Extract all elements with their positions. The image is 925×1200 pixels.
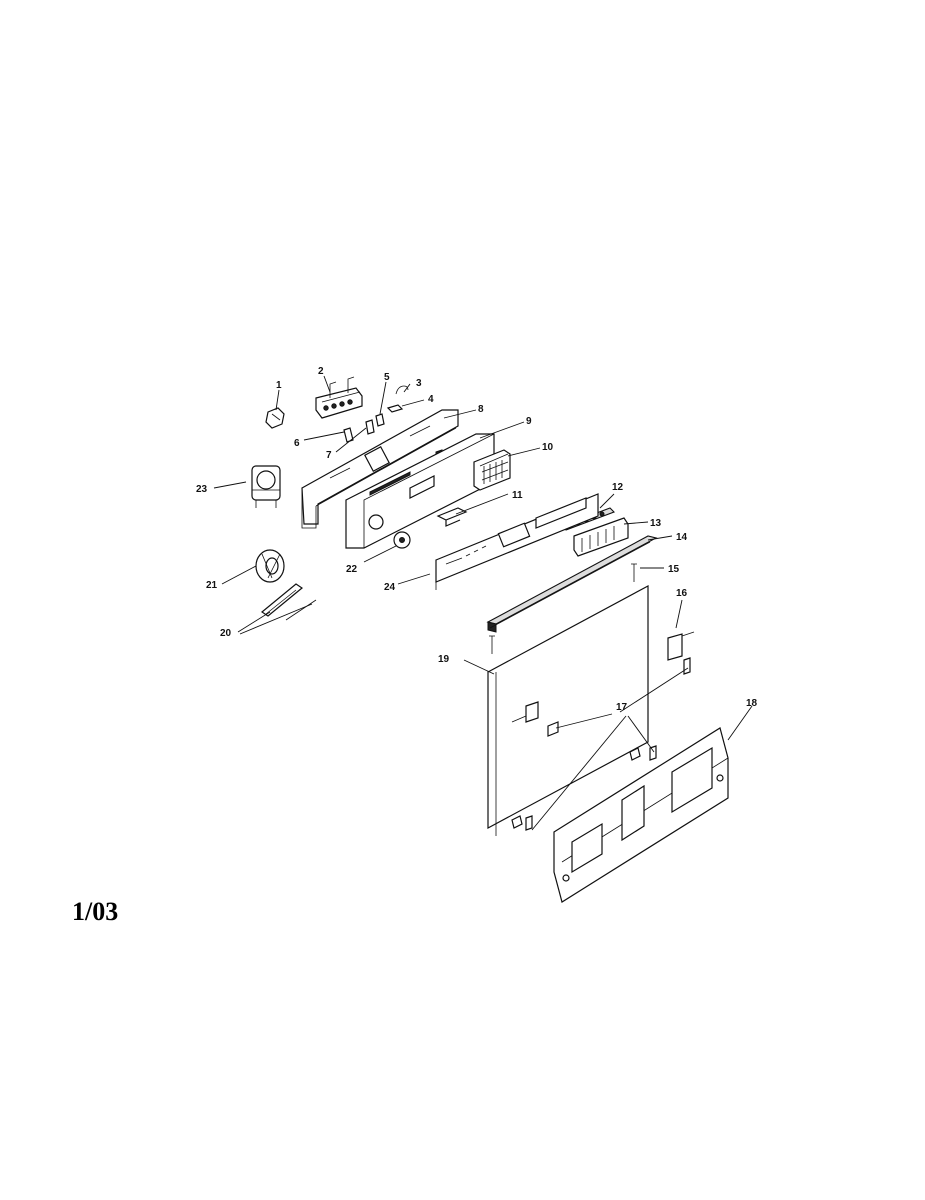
part-5-7-pins — [343, 413, 385, 443]
callout-15: 15 — [668, 564, 680, 575]
part-1-clip — [265, 407, 285, 429]
date-code: 1/03 — [72, 897, 119, 926]
callout-1: 1 — [276, 380, 282, 391]
part-11-clip — [436, 507, 468, 527]
callout-24: 24 — [384, 582, 396, 593]
callout-9: 9 — [526, 416, 532, 427]
part-13-button-block — [573, 517, 629, 557]
callout-22: 22 — [346, 564, 358, 575]
part-4-bracket — [386, 404, 404, 413]
callout-21: 21 — [206, 580, 218, 591]
part-18-kickplate — [553, 727, 729, 903]
callout-19: 19 — [438, 654, 450, 665]
callout-7: 7 — [326, 450, 332, 461]
part-15-screw — [631, 563, 637, 582]
part-20-rail — [260, 583, 317, 621]
callout-6: 6 — [294, 438, 300, 449]
screw — [489, 635, 495, 654]
part-19-door-panel — [487, 584, 649, 836]
part-17-bracket — [525, 745, 657, 831]
callout-14: 14 — [676, 532, 688, 543]
part-3-wire — [395, 385, 409, 395]
callout-23: 23 — [196, 484, 208, 495]
part-14-trim-bar — [486, 535, 658, 633]
callout-16: 16 — [676, 588, 688, 599]
part-21-fan — [255, 549, 285, 583]
callout-11: 11 — [512, 490, 523, 501]
callout-12: 12 — [612, 482, 624, 493]
part-16-latch — [667, 631, 695, 675]
leader-lines — [213, 375, 753, 831]
callout-3: 3 — [416, 378, 422, 389]
callout-4: 4 — [428, 394, 434, 405]
callout-18: 18 — [746, 698, 758, 709]
callout-20: 20 — [220, 628, 232, 639]
callout-labels: 1 2 3 4 5 6 7 8 9 10 11 12 13 14 15 16 1… — [196, 366, 758, 713]
callout-17: 17 — [616, 702, 628, 713]
callout-10: 10 — [542, 442, 554, 453]
callout-5: 5 — [384, 372, 390, 383]
part-24-facia — [435, 493, 599, 590]
part-2-terminal-block — [315, 376, 363, 419]
callout-13: 13 — [650, 518, 662, 529]
callout-2: 2 — [318, 366, 324, 377]
part-10-connector — [473, 449, 511, 491]
callout-8: 8 — [478, 404, 484, 415]
part-22-knob — [393, 531, 411, 549]
part-23-motor — [251, 465, 281, 508]
